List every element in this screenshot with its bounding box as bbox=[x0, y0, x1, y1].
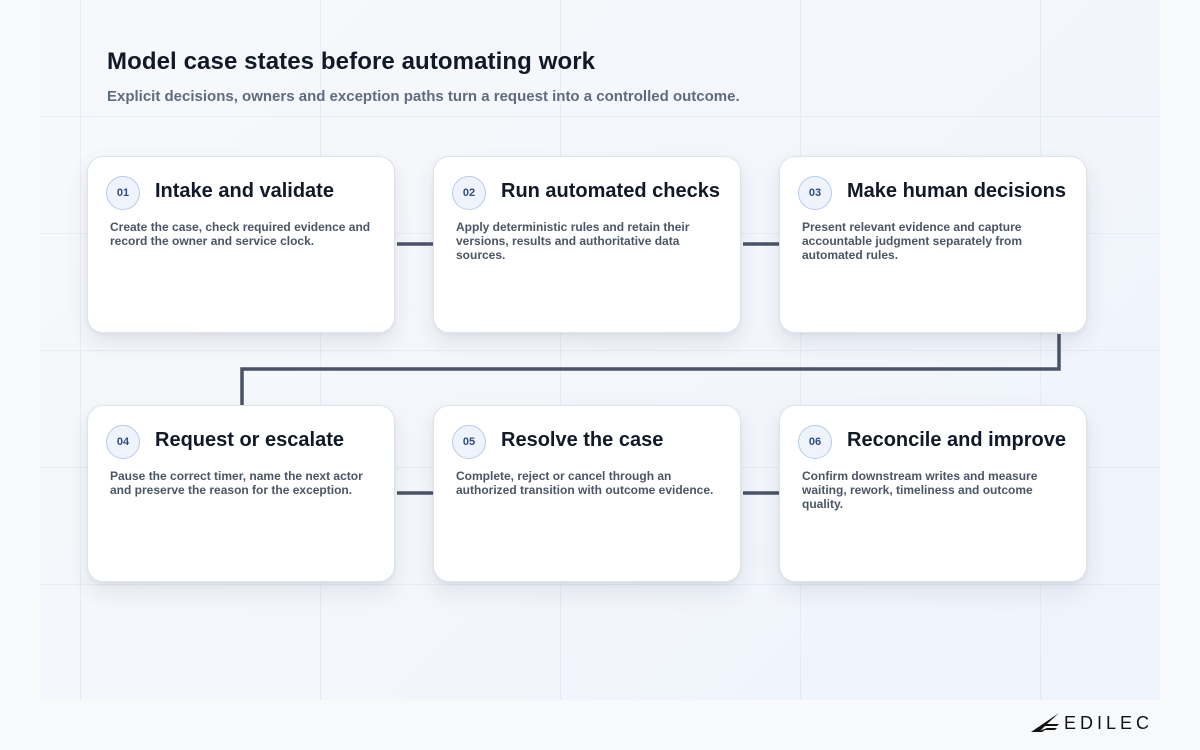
step-description: Present relevant evidence and capture ac… bbox=[802, 220, 1023, 262]
step-card-03: 03 Make human decisions Present relevant… bbox=[779, 156, 1087, 333]
brand-logo: EDILEC bbox=[1030, 710, 1156, 736]
step-card-01: 01 Intake and validate Create the case, … bbox=[87, 156, 395, 333]
step-description: Pause the correct timer, name the next a… bbox=[110, 469, 363, 497]
page-title: Model case states before automating work bbox=[107, 48, 596, 75]
step-number-badge: 02 bbox=[452, 176, 486, 210]
step-description: Create the case, check required evidence… bbox=[110, 220, 371, 248]
step-title: Make human decisions bbox=[847, 180, 1066, 202]
step-number-badge: 05 bbox=[452, 425, 486, 459]
step-title: Intake and validate bbox=[155, 180, 334, 202]
step-title: Reconcile and improve bbox=[847, 429, 1066, 451]
step-description: Apply deterministic rules and retain the… bbox=[456, 220, 690, 262]
edilec-logo-icon bbox=[1031, 713, 1059, 732]
step-card-04: 04 Request or escalate Pause the correct… bbox=[87, 405, 395, 582]
connector-03-04 bbox=[240, 334, 1061, 405]
step-title: Run automated checks bbox=[501, 180, 720, 202]
step-title: Resolve the case bbox=[501, 429, 664, 451]
step-number-badge: 03 bbox=[798, 176, 832, 210]
step-card-02: 02 Run automated checks Apply determinis… bbox=[433, 156, 741, 333]
step-title: Request or escalate bbox=[155, 429, 344, 451]
brand-name: EDILEC bbox=[1064, 712, 1154, 733]
step-number-badge: 06 bbox=[798, 425, 832, 459]
step-description: Complete, reject or cancel through an au… bbox=[456, 469, 714, 497]
step-description: Confirm downstream writes and measure wa… bbox=[802, 469, 1038, 511]
step-card-06: 06 Reconcile and improve Confirm downstr… bbox=[779, 405, 1087, 582]
page-subtitle: Explicit decisions, owners and exception… bbox=[107, 88, 740, 105]
step-card-05: 05 Resolve the case Complete, reject or … bbox=[433, 405, 741, 582]
step-number-badge: 01 bbox=[106, 176, 140, 210]
step-number-badge: 04 bbox=[106, 425, 140, 459]
